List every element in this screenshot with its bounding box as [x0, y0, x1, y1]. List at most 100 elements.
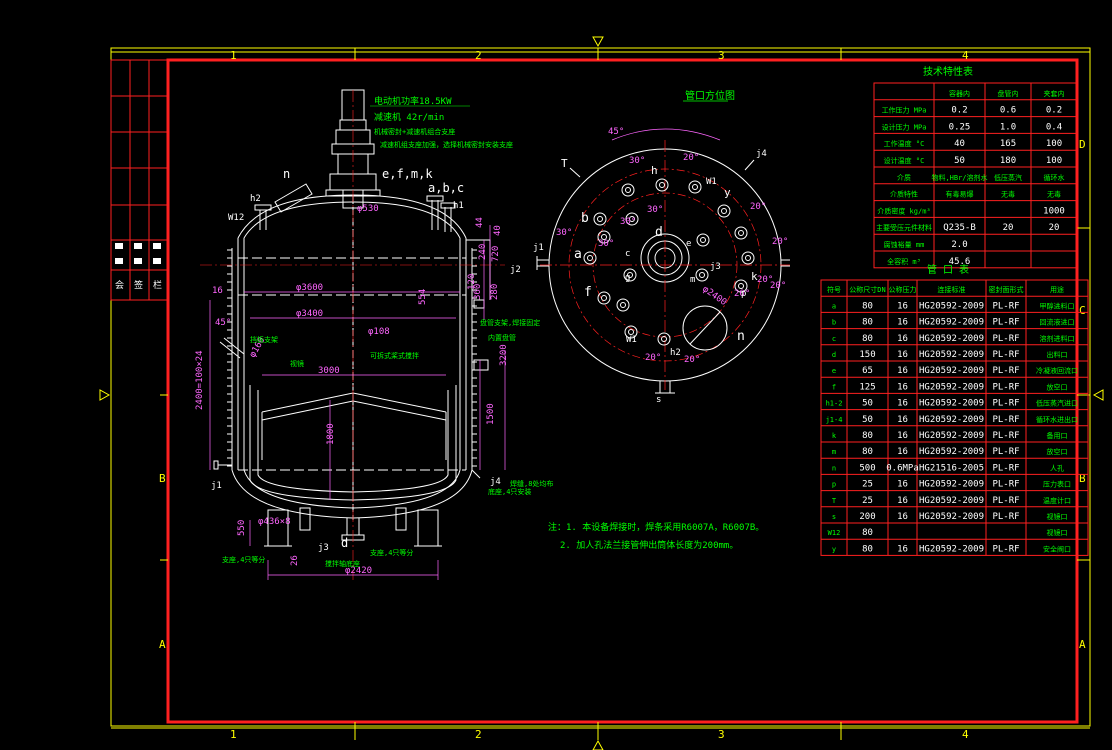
nozzle-table-cell: PL-RF: [992, 512, 1019, 522]
dim-3200: 3200: [499, 344, 509, 366]
spec-table-cell: 设计温度 °C: [884, 156, 925, 165]
nozzle-table-cell: 16: [897, 301, 908, 311]
nozzle-circle: [657, 332, 671, 346]
nozzle-bore: [620, 302, 626, 308]
spec-table-cell: 1.0: [1000, 122, 1016, 132]
spec-table-cell: 工作温度 °C: [884, 139, 925, 148]
note-baffle: 挡板支架: [250, 335, 278, 344]
label-e-top: e: [686, 239, 691, 249]
label-j4-front: j4: [490, 477, 501, 487]
nozzle-table-cell: 16: [897, 382, 908, 392]
nozzle-table-cell: 16: [897, 334, 908, 344]
nozzle-table-cell: 16: [897, 415, 908, 425]
outer-frame: [110, 47, 1091, 727]
drawing-notes: 注：1. 本设备焊接时，焊条采用R6007A，R6007B。 2. 加人孔法兰接…: [548, 521, 764, 551]
label-n-front: n: [283, 167, 290, 181]
nozzle-table-cell: 连接标准: [938, 285, 966, 294]
nozzle-circle: [625, 212, 639, 226]
spec-table-cell: 腐蚀裕量 mm: [884, 240, 925, 249]
nozzle-table-cell: 回流液进口: [1040, 318, 1075, 327]
nozzle-circle: [597, 230, 611, 244]
spec-table-cell: 0.2: [951, 106, 967, 116]
spec-table-cell: 0.4: [1046, 122, 1062, 132]
nozzle-table-cell: 0.6MPa: [886, 463, 919, 473]
inner-frame: [166, 58, 1079, 724]
grid-bottom-1: 1: [230, 728, 237, 741]
nozzle-table-cell: T: [832, 497, 837, 505]
nozzle-table-cell: e: [832, 367, 836, 375]
label-j1-front: j1: [211, 481, 222, 491]
angle-30b: 30°: [647, 205, 663, 215]
spec-table-cell: 介质特性: [890, 190, 918, 199]
nozzle-bore: [629, 216, 635, 222]
nozzle-bore: [597, 216, 603, 222]
angle-30a: 30°: [629, 156, 645, 166]
nozzle-table-cell: 16: [897, 350, 908, 360]
center-marks: [99, 36, 1104, 750]
angle-20d: 20°: [757, 275, 773, 285]
label-h: h: [651, 164, 658, 177]
label-d-front: d: [341, 536, 348, 550]
nozzle-table-cell: W12: [828, 529, 841, 537]
label-d-top: d: [655, 225, 663, 240]
nozzle-table-cell: HG20592-2009: [919, 382, 984, 392]
nozzle-bore: [601, 295, 607, 301]
nozzle-abc: a,b,c: [428, 181, 464, 195]
nozzle-table-cell: HG21516-2005: [919, 463, 984, 473]
nozzle-bore: [587, 255, 593, 261]
label-h2: h2: [670, 348, 681, 358]
nozzle-bore: [721, 208, 727, 214]
note-bottom: 底座,4只安装: [488, 487, 531, 496]
spec-table-cell: 0.6: [1000, 106, 1016, 116]
nozzle-circle: [583, 251, 597, 265]
nozzle-circle: [593, 212, 607, 226]
top-view-nozzles: [583, 178, 755, 346]
nozzle-table-cell: y: [832, 545, 836, 553]
nozzle-table-cell: 压力表口: [1043, 480, 1071, 489]
label-j4-top: j4: [756, 149, 767, 159]
nozzle-table-cell: PL-RF: [992, 350, 1019, 360]
nozzle-circle: [688, 180, 702, 194]
nozzle-circle: [717, 204, 731, 218]
spec-table-cell: 45.6: [949, 257, 971, 267]
nozzle-table-cell: HG20592-2009: [919, 480, 984, 490]
grid-bottom-3: 3: [718, 728, 725, 741]
nozzle-table-cell: 80: [862, 447, 873, 457]
nozzle-table-cell: 80: [862, 528, 873, 538]
nozzle-bore: [700, 237, 706, 243]
nozzle-circle: [655, 178, 669, 192]
nozzle-bore: [625, 187, 631, 193]
grid-top-4: 4: [962, 49, 969, 62]
angle-30c: 30°: [620, 217, 636, 227]
nozzle-table-cell: 16: [897, 512, 908, 522]
dim-2420: φ2420: [345, 566, 372, 576]
seal-note: 机械密封+减速机组合支座: [374, 127, 455, 136]
nozzle-table-cell: 80: [862, 334, 873, 344]
spec-table-cell: 20: [1049, 223, 1060, 233]
spec-table-cell: 2.0: [951, 240, 967, 250]
nozzle-circle: [734, 279, 748, 293]
nozzle-table-cell: c: [832, 335, 836, 343]
nozzle-table-cell: 视镜口: [1047, 512, 1068, 521]
grid-left-A: A: [159, 638, 166, 651]
nozzle-table-cell: 16: [897, 544, 908, 554]
nozzle-circle: [597, 291, 611, 305]
nozzle-table-cell: a: [832, 302, 836, 310]
nozzle-table-cell: HG20592-2009: [919, 496, 984, 506]
spec-table-cell: 40: [954, 139, 965, 149]
side-title-2: 签: [134, 279, 143, 291]
nozzle-table-cell: j1-4: [826, 416, 843, 424]
nozzle-table-cell: HG20592-2009: [919, 447, 984, 457]
nozzle-bore: [627, 272, 633, 278]
spec-table-cell: 100: [1046, 139, 1062, 149]
seal-note2: 减速机组支座加强，选择机械密封安装支座: [380, 140, 513, 149]
spec-table-cell: Q235-B: [943, 223, 976, 233]
signature-block: [110, 59, 169, 301]
label-b: b: [581, 211, 589, 226]
spec-table-cell: 夹套内: [1044, 89, 1065, 98]
nozzle-table-cell: 25: [862, 480, 873, 490]
dim-44: 44: [475, 217, 485, 228]
nozzle-table-cell: PL-RF: [992, 318, 1019, 328]
note-support: 支座,4只等分: [222, 555, 265, 564]
dim-1800: 1800: [326, 423, 336, 445]
